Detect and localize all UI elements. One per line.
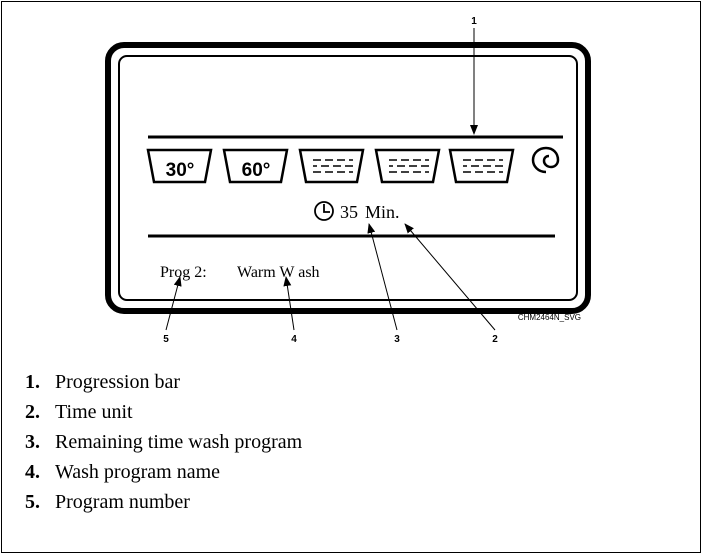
legend-text: Progression bar <box>55 371 180 393</box>
wash-tub-icon-2 <box>374 148 441 184</box>
legend-item: 2. Time unit <box>25 398 302 428</box>
callout-5-leader <box>165 276 182 331</box>
legend-text: Time unit <box>55 401 133 423</box>
legend-text: Program number <box>55 491 190 513</box>
callout-3-leader <box>367 223 398 331</box>
wash-30-label: 30° <box>166 160 195 181</box>
callout-4-leader <box>283 276 295 331</box>
display-outer-border <box>105 42 591 314</box>
legend-item: 4. Wash program name <box>25 458 302 488</box>
callout-2: 2 <box>492 334 498 345</box>
remaining-time-value: 35 <box>340 202 358 222</box>
wash-60-label: 60° <box>242 160 271 181</box>
wash-tub-icon-1 <box>298 148 365 184</box>
legend-number: 1. <box>25 371 40 393</box>
callout-1: 1 <box>471 16 477 27</box>
callout-4: 4 <box>291 334 297 345</box>
legend-number: 5. <box>25 491 40 513</box>
control-panel-diagram: 30° 60° 35 Min. Prog 2: Warm W ash CHM24… <box>105 16 591 345</box>
callout-3: 3 <box>394 334 400 345</box>
wash-60-icon: 60° <box>222 148 289 184</box>
wash-30-icon: 30° <box>146 148 213 184</box>
legend-text: Remaining time wash program <box>55 431 303 453</box>
spin-icon <box>531 146 560 174</box>
legend-text: Wash program name <box>55 461 220 483</box>
clock-icon <box>314 201 334 221</box>
legend-item: 1. Progression bar <box>25 368 302 398</box>
display-inner-border <box>118 55 578 301</box>
legend-number: 2. <box>25 401 40 423</box>
time-unit-label: Min. <box>365 202 400 222</box>
wash-tub-icon-3 <box>448 148 515 184</box>
program-number-label: Prog 2: <box>160 264 207 281</box>
legend-item: 5. Program number <box>25 488 302 518</box>
callout-5: 5 <box>163 334 169 345</box>
program-name-label: Warm W ash <box>237 264 320 281</box>
figure-code: CHM2464N_SVG <box>518 313 581 322</box>
legend-number: 3. <box>25 431 40 453</box>
legend-number: 4. <box>25 461 40 483</box>
callout-2-leader <box>404 223 496 331</box>
legend-list: 1. Progression bar 2. Time unit 3. Remainin… <box>25 368 302 518</box>
legend-item: 3. Remaining time wash program <box>25 428 302 458</box>
